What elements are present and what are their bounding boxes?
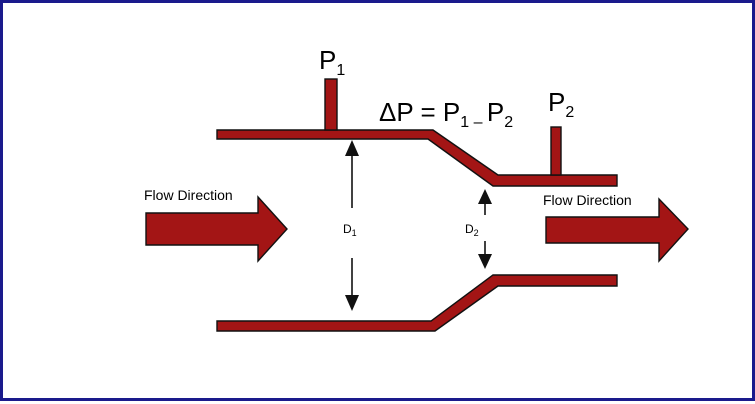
p2-label: P2 (548, 87, 574, 121)
delta-p-equation: ΔP = P1 – P2 (379, 97, 513, 131)
flow-arrow-left (145, 195, 288, 263)
d2-arrow-top-head (478, 189, 492, 204)
venturi-diagram: P1 ΔP = P1 – P2 P2 Flow Direction Flow D… (144, 45, 689, 332)
d2-arrow-bottom-head (478, 254, 492, 269)
p1-label: P1 (319, 45, 345, 79)
d1-arrow-top-head (345, 140, 359, 156)
flow-direction-left-label: Flow Direction (144, 187, 233, 203)
flow-direction-right-label: Flow Direction (543, 192, 632, 208)
pressure-tap-1 (324, 78, 338, 131)
lower-pipe-wall (216, 274, 618, 332)
d2-label: D2 (465, 222, 479, 238)
d1-arrow-bottom-head (345, 295, 359, 311)
upper-pipe-wall (216, 129, 618, 187)
pressure-tap-2 (550, 126, 562, 176)
flow-arrow-right (545, 197, 689, 263)
d1-label: D1 (343, 222, 357, 238)
